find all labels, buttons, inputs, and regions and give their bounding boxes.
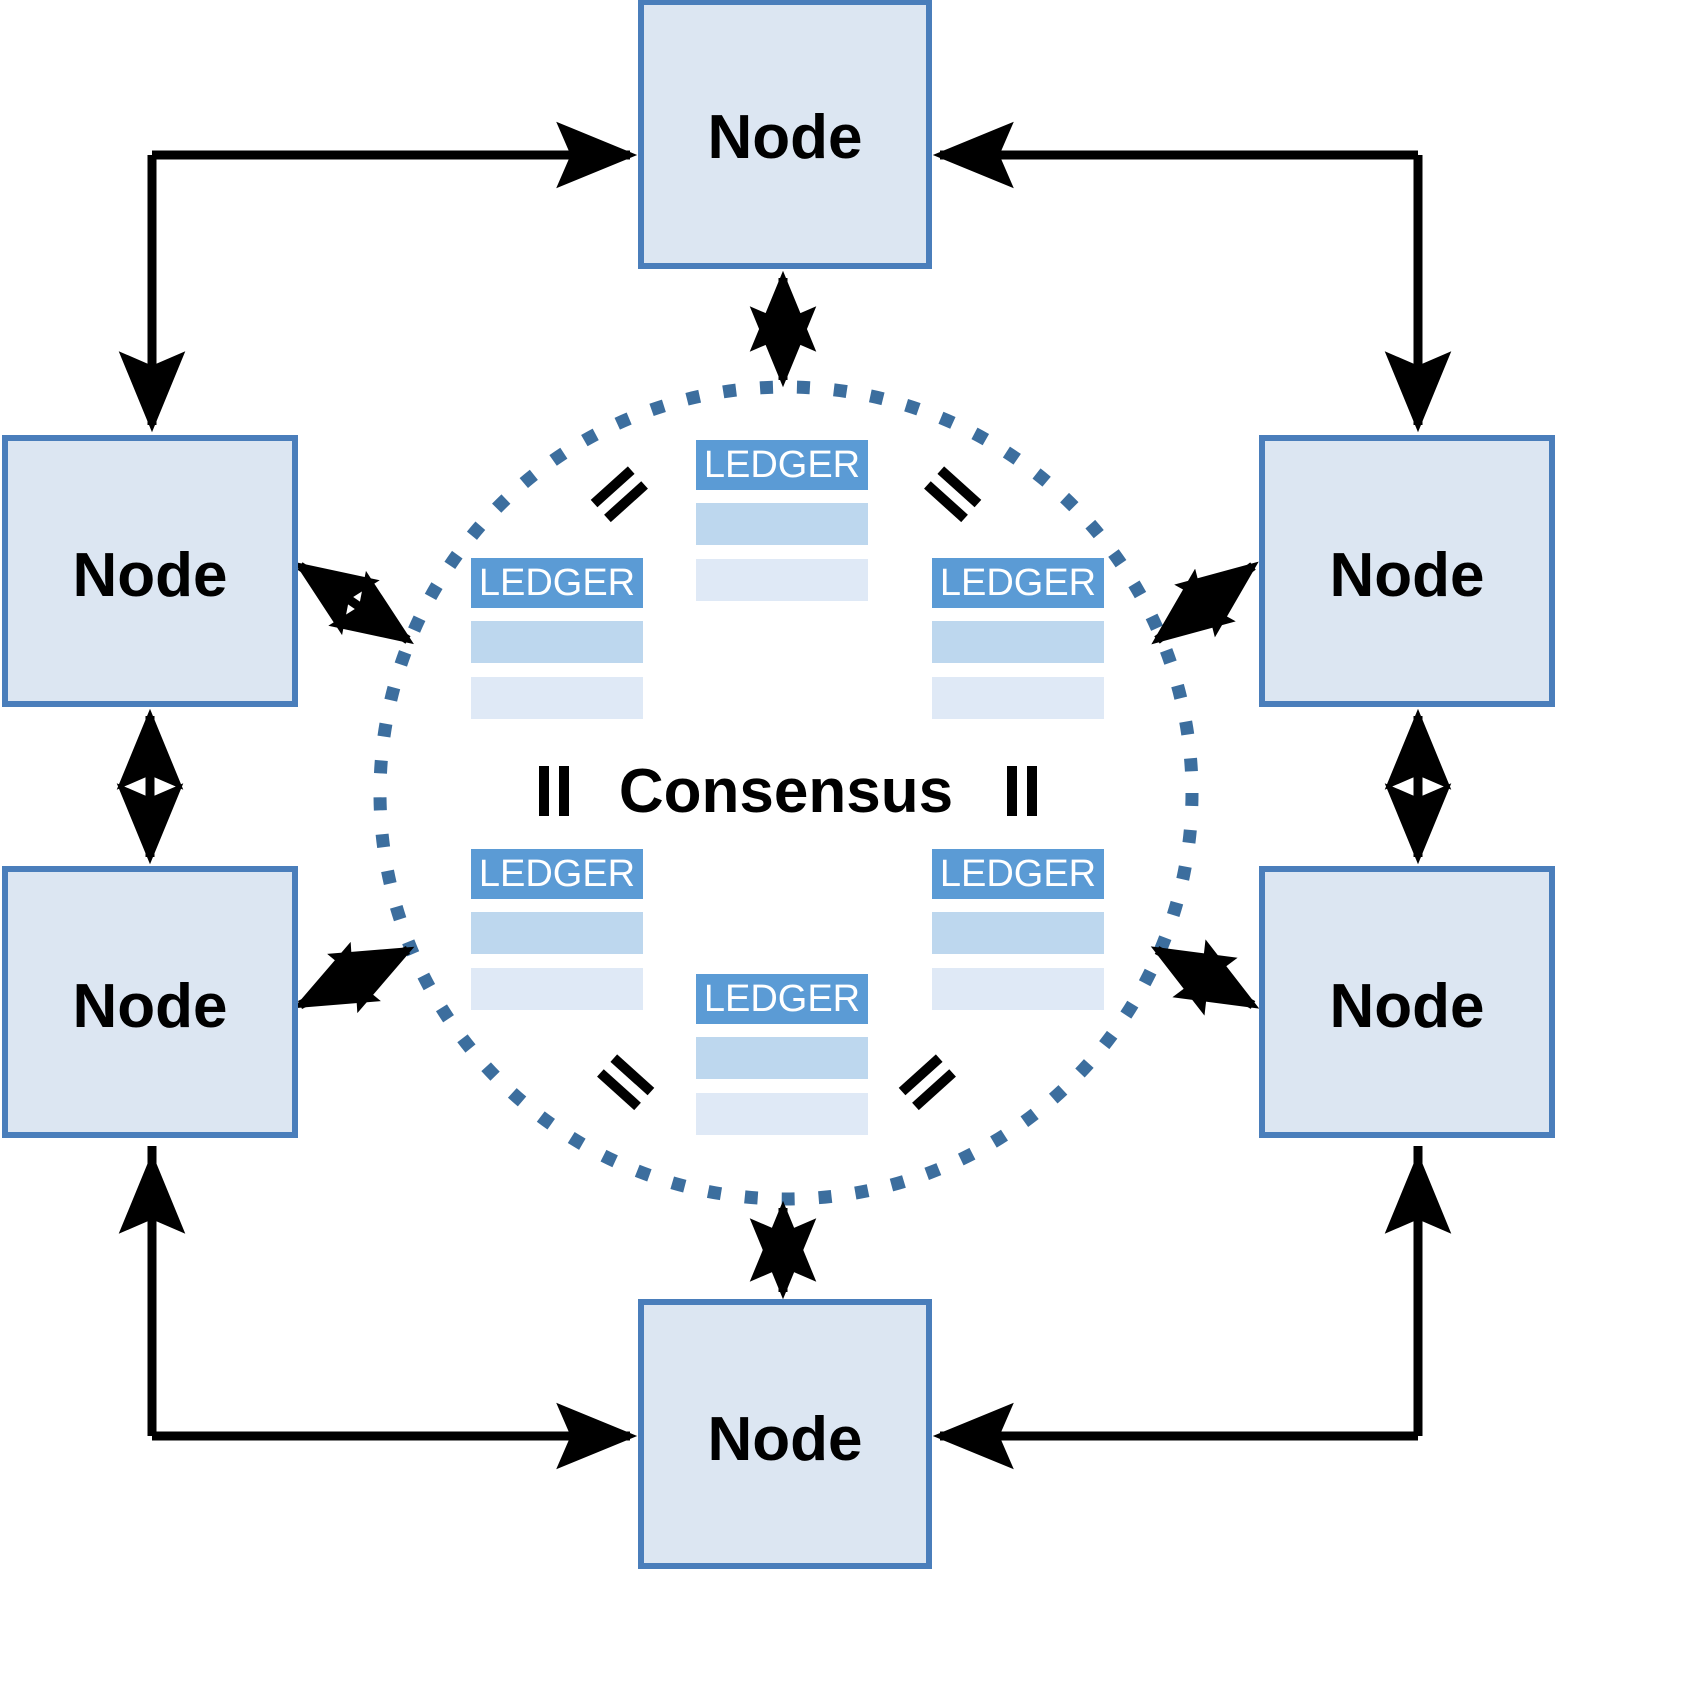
equals-upper-left-icon	[590, 466, 648, 523]
ledger-bottom-label: LEDGER	[704, 978, 860, 1020]
arrow-ring-right-top	[932, 121, 1452, 433]
ledger-row	[696, 503, 868, 545]
ledger-top-label: LEDGER	[704, 444, 860, 486]
arrow-center-left-upper	[294, 561, 414, 645]
node-left-upper-label: Node	[73, 541, 228, 610]
arrow-ring-left-bottom	[118, 1146, 638, 1470]
ledger-lower-left[interactable]: LEDGER	[471, 849, 643, 1010]
ledger-lower-right[interactable]: LEDGER	[932, 849, 1104, 1010]
equals-lower-right-icon	[898, 1054, 956, 1111]
arrow-center-right-lower	[1150, 939, 1260, 1016]
ledger-upper-left-label: LEDGER	[479, 562, 635, 604]
node-right-upper-label: Node	[1330, 541, 1485, 610]
ledger-row	[696, 1037, 868, 1079]
arrow-ring-left-top	[118, 121, 638, 433]
ledger-upper-right-label: LEDGER	[940, 562, 1096, 604]
arrow-ring-right-bottom	[932, 1146, 1452, 1470]
ledger-bottom[interactable]: LEDGER	[696, 974, 868, 1135]
equals-mid-left-icon	[539, 766, 569, 816]
node-left-lower-label: Node	[73, 972, 228, 1041]
ledger-upper-left[interactable]: LEDGER	[471, 558, 643, 719]
ledger-row	[471, 621, 643, 663]
node-left-lower[interactable]: Node	[2, 866, 298, 1138]
ledger-upper-right[interactable]: LEDGER	[932, 558, 1104, 719]
ledger-row	[696, 559, 868, 601]
node-bottom-label: Node	[708, 1405, 863, 1474]
node-top[interactable]: Node	[638, 0, 932, 269]
ledger-row	[932, 677, 1104, 719]
equals-mid-right-icon	[1007, 766, 1037, 816]
ledger-row	[696, 1093, 868, 1135]
consensus-label: Consensus	[619, 757, 953, 826]
node-top-label: Node	[708, 103, 863, 172]
node-left-upper[interactable]: Node	[2, 435, 298, 707]
ledger-row	[932, 968, 1104, 1010]
node-right-lower[interactable]: Node	[1259, 866, 1555, 1138]
ledger-lower-right-label: LEDGER	[940, 853, 1096, 895]
equals-upper-right-icon	[924, 466, 982, 523]
ledger-row	[932, 621, 1104, 663]
ledger-row	[471, 968, 643, 1010]
ledger-row	[471, 912, 643, 954]
node-right-lower-label: Node	[1330, 972, 1485, 1041]
ledger-top[interactable]: LEDGER	[696, 440, 868, 601]
arrow-center-right-upper	[1151, 561, 1259, 645]
consensus-boundary-circle	[373, 380, 1199, 1206]
node-bottom[interactable]: Node	[638, 1299, 932, 1569]
arrow-center-left-lower	[293, 941, 415, 1014]
node-right-upper[interactable]: Node	[1259, 435, 1555, 707]
ledger-row	[471, 677, 643, 719]
ledger-lower-left-label: LEDGER	[479, 853, 635, 895]
equals-lower-left-icon	[597, 1054, 655, 1111]
ledger-row	[932, 912, 1104, 954]
